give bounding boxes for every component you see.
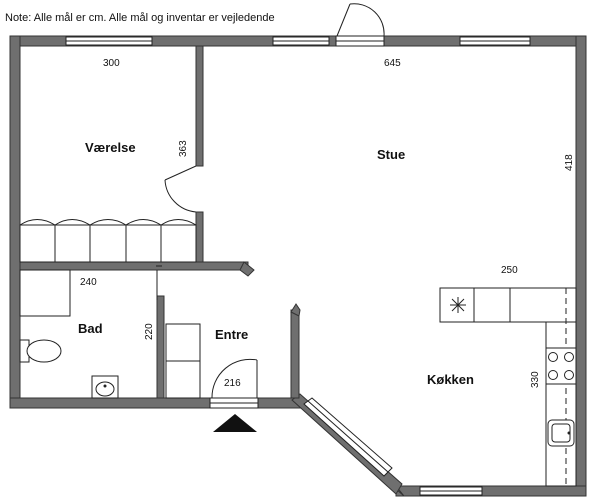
kitchen-sink [547,419,575,447]
toilet [19,339,62,363]
dim-stue-depth: 418 [564,154,575,171]
wardrobes [19,219,197,263]
entrance-door [209,358,259,409]
dim-bad-width: 240 [80,277,97,288]
dim-stue-width: 645 [384,58,401,69]
dim-vaerelse-width: 300 [103,58,120,69]
dim-bad-depth: 220 [144,323,155,340]
shower [19,269,71,317]
internal-walls [19,45,301,399]
room-label-kokken: Køkken [427,372,474,387]
entrance-marker [213,414,257,432]
dim-kitchen-depth: 330 [530,371,541,388]
room-label-entre: Entre [215,327,248,342]
entre-wardrobe [165,323,201,399]
bath-sink [91,375,119,399]
dim-kitchen-counter: 250 [501,265,518,276]
dim-entre-width: 216 [224,378,241,389]
room-label-stue: Stue [377,147,405,162]
island-hob [450,297,466,313]
room-label-bad: Bad [78,321,103,336]
balcony-door [335,3,385,47]
bathroom-fixtures [19,269,119,399]
cooktop [545,347,577,385]
vaerelse-door [164,165,197,213]
plan-note: Note: Alle mål er cm. Alle mål og invent… [5,12,275,24]
dim-vaerelse-depth: 363 [178,140,189,157]
room-label-vaerelse: Værelse [85,140,136,155]
bad-door [156,265,162,300]
windows [65,36,531,496]
kitchen [439,287,577,487]
